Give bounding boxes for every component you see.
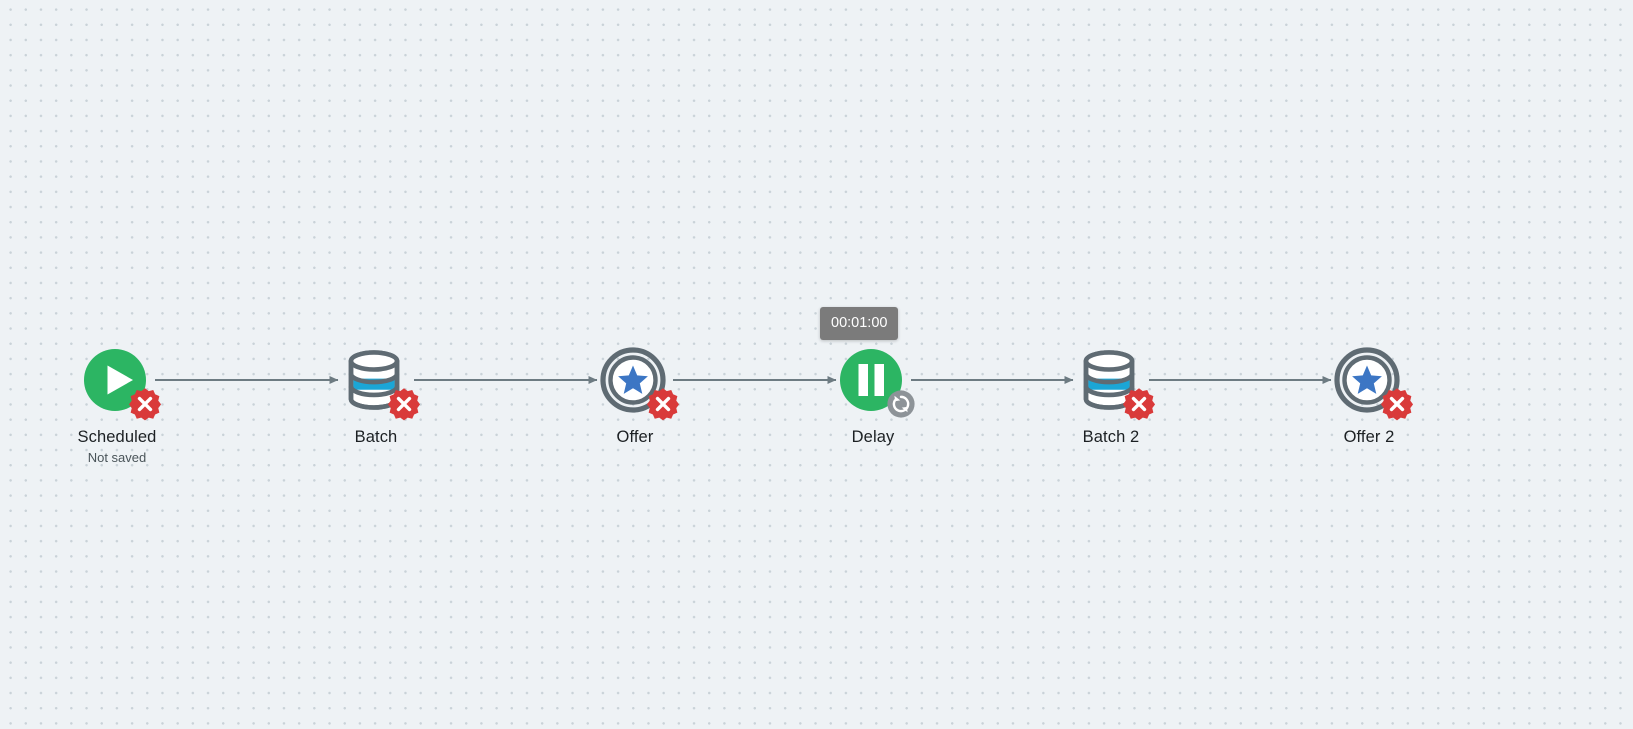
node-icon-delay[interactable]: [838, 345, 915, 418]
error-badge-batch-2[interactable]: [1122, 387, 1156, 421]
node-icon-offer[interactable]: [600, 345, 680, 421]
error-badge-offer-2[interactable]: [1380, 387, 1414, 421]
node-batch-2[interactable]: Batch 2: [1046, 345, 1176, 447]
node-offer[interactable]: Offer: [570, 345, 700, 447]
delay-duration-tooltip: 00:01:00: [820, 307, 899, 340]
node-label-scheduled: Scheduled: [77, 428, 157, 446]
error-badge-scheduled[interactable]: [128, 387, 162, 421]
node-batch[interactable]: Batch: [311, 345, 441, 447]
error-badge-batch[interactable]: [387, 387, 421, 421]
offer-target-icon: [1334, 347, 1400, 413]
node-icon-scheduled[interactable]: [82, 345, 162, 421]
play-circle-icon: [84, 349, 146, 411]
node-offer-2[interactable]: Offer 2: [1304, 345, 1434, 447]
node-icon-offer-2[interactable]: [1334, 345, 1414, 421]
node-label-offer: Offer: [616, 428, 654, 446]
refresh-badge-delay[interactable]: [886, 389, 916, 419]
node-icon-batch-2[interactable]: [1076, 345, 1156, 421]
database-icon: [348, 350, 400, 410]
node-label-batch: Batch: [354, 428, 398, 446]
node-sublabel-scheduled: Not saved: [87, 450, 147, 465]
node-icon-batch[interactable]: [341, 345, 421, 421]
offer-target-icon: [600, 347, 666, 413]
node-label-batch-2: Batch 2: [1082, 428, 1140, 446]
error-badge-offer[interactable]: [646, 387, 680, 421]
node-label-delay: Delay: [851, 428, 895, 446]
node-label-offer-2: Offer 2: [1343, 428, 1395, 446]
pause-circle-icon: [840, 349, 902, 411]
